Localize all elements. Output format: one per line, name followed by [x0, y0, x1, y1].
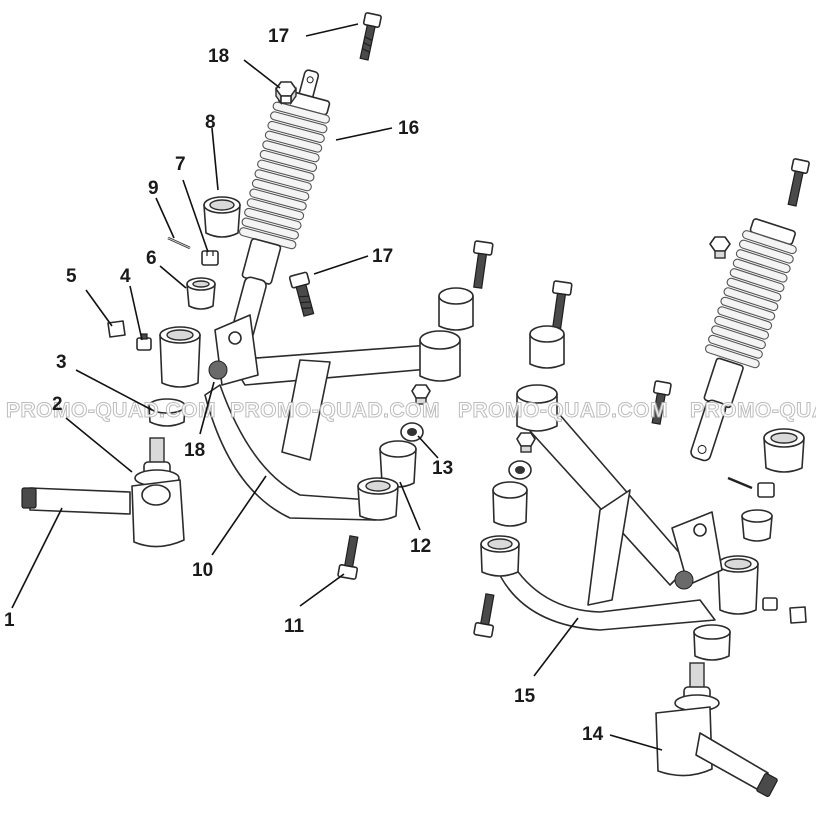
steering-knuckle-right — [655, 662, 778, 798]
callout-11: 11 — [284, 616, 305, 637]
nut-right-column — [516, 432, 536, 453]
callout-9: 9 — [148, 178, 159, 199]
washer-right-column — [508, 460, 532, 480]
nut-right-top — [709, 236, 731, 259]
callout-7: 7 — [175, 154, 186, 175]
a-arm-pivot-bushing-left-upper — [419, 330, 461, 382]
callout-8: 8 — [205, 112, 216, 133]
callout-16: 16 — [398, 118, 419, 139]
a-arm-pivot-bushing-left-top — [438, 287, 474, 331]
knuckle-housing-right — [717, 555, 759, 615]
callout-13: 13 — [432, 458, 453, 479]
callout-18-top: 18 — [208, 46, 229, 67]
shock-absorber-right — [690, 218, 797, 462]
bearing-3 — [148, 398, 186, 427]
castle-nut-right — [757, 482, 775, 498]
callout-18-bottom: 18 — [184, 440, 205, 461]
bolt-right-top — [787, 158, 810, 207]
callout-14: 14 — [582, 724, 604, 745]
callout-12: 12 — [410, 536, 431, 557]
nut-left-13a — [411, 384, 431, 405]
watermark-right: PROMO-QUAD.COM — [458, 399, 668, 422]
callout-15: 15 — [514, 686, 536, 707]
bushing-right-b — [516, 384, 558, 432]
bolt-right-mid — [651, 380, 672, 425]
callout-2: 2 — [52, 394, 63, 415]
cotter-pin-9 — [167, 236, 191, 250]
watermark-center: PROMO-QUAD.COM — [230, 399, 440, 422]
bushing-12a — [379, 440, 417, 488]
callout-3: 3 — [56, 352, 67, 373]
bushing-cap-right — [763, 428, 805, 473]
callout-6: 6 — [146, 248, 157, 269]
nut-18-top — [275, 81, 297, 106]
bearing-right — [693, 624, 731, 661]
bushing-right-a — [529, 325, 565, 369]
callout-10: 10 — [192, 560, 213, 581]
knuckle-housing-upper — [159, 326, 201, 388]
nut-4 — [136, 333, 152, 351]
bushing-cap-8 — [203, 196, 241, 238]
watermark-edge: PROMO-QUA — [690, 399, 816, 422]
bolt-17-top — [359, 12, 382, 61]
leader-lines — [11, 23, 663, 751]
bolt-right-column-top — [551, 280, 573, 329]
bolt-right-column-bottom — [473, 593, 495, 638]
cap-right — [789, 606, 807, 624]
bushing-6 — [186, 277, 216, 310]
a-arm-left — [204, 314, 441, 521]
bolt-11 — [337, 535, 359, 580]
cotter-pin-right — [727, 476, 753, 490]
bolt-left-top — [472, 240, 494, 289]
bushing-12b — [357, 477, 399, 521]
a-arm-right — [494, 414, 723, 631]
bushing-right-c — [492, 481, 528, 527]
bushing-right — [741, 509, 773, 542]
castle-nut-7 — [201, 250, 219, 266]
bushing-right-d — [480, 535, 520, 577]
callout-5: 5 — [66, 266, 77, 287]
callout-17-top: 17 — [268, 26, 289, 47]
callout-17-mid: 17 — [372, 246, 393, 267]
watermark-left: PROMO-QUAD.COM — [6, 399, 216, 422]
steering-knuckle-left — [21, 437, 185, 548]
nut-right-small — [762, 597, 778, 611]
bolt-17-mid — [288, 271, 315, 317]
callout-4: 4 — [120, 266, 131, 287]
callout-1: 1 — [4, 610, 15, 631]
